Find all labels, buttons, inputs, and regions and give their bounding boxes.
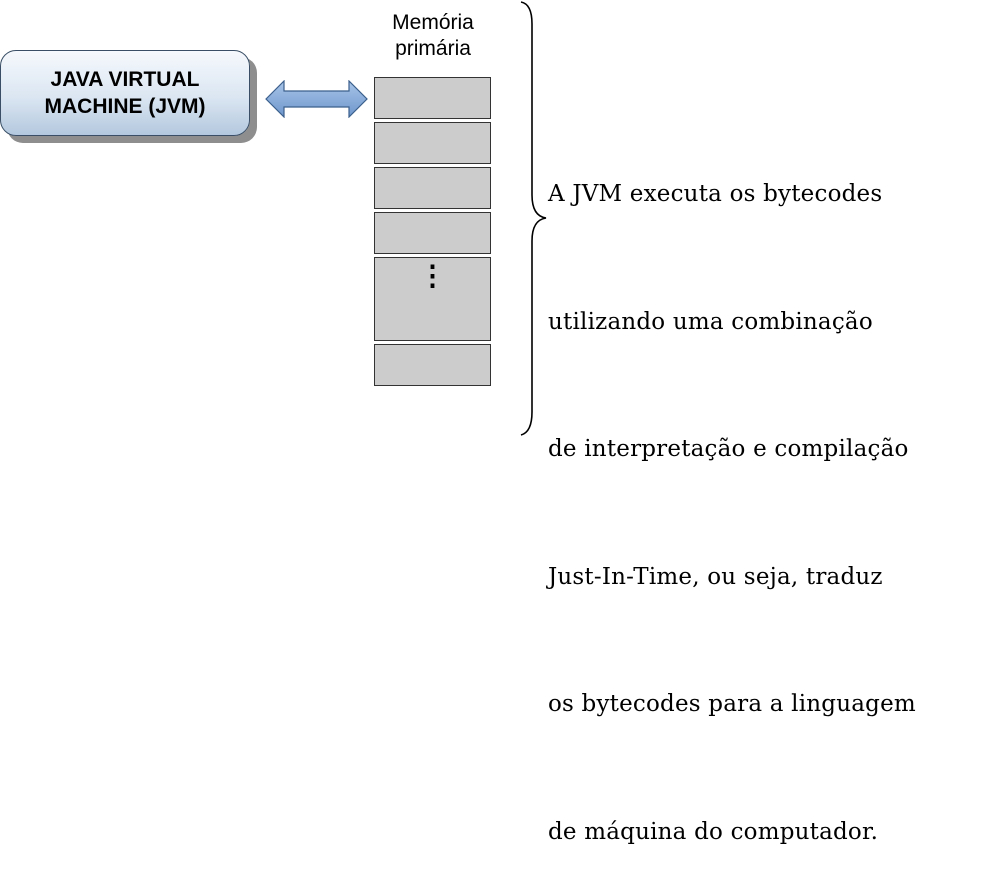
description-line: Just-In-Time, ou seja, traduz <box>548 563 883 590</box>
description-line: A JVM executa os bytecodes <box>548 181 883 207</box>
memory-cell <box>374 212 491 254</box>
description-line: utilizando uma combinação <box>548 308 873 335</box>
memory-cell <box>374 122 491 164</box>
description-line: os bytecodes para a linguagem <box>548 691 916 717</box>
memory-cell <box>374 344 491 386</box>
double-arrow-icon <box>265 80 368 118</box>
description-line: de máquina do computador. <box>548 818 879 845</box>
curly-brace <box>520 1 547 436</box>
memory-title: Memória primária <box>392 11 474 60</box>
memory-cell <box>374 167 491 209</box>
description-text: A JVM executa os bytecodes utilizando um… <box>548 88 978 874</box>
jvm-label: JAVA VIRTUAL MACHINE (JVM) <box>44 68 206 118</box>
vertical-ellipsis-icon: ⋮ <box>418 260 447 291</box>
description-line: de interpretação e compilação <box>548 436 909 462</box>
jvm-box: JAVA VIRTUAL MACHINE (JVM) <box>0 50 250 136</box>
memory-cell-large <box>374 257 491 341</box>
memory-cell <box>374 77 491 119</box>
